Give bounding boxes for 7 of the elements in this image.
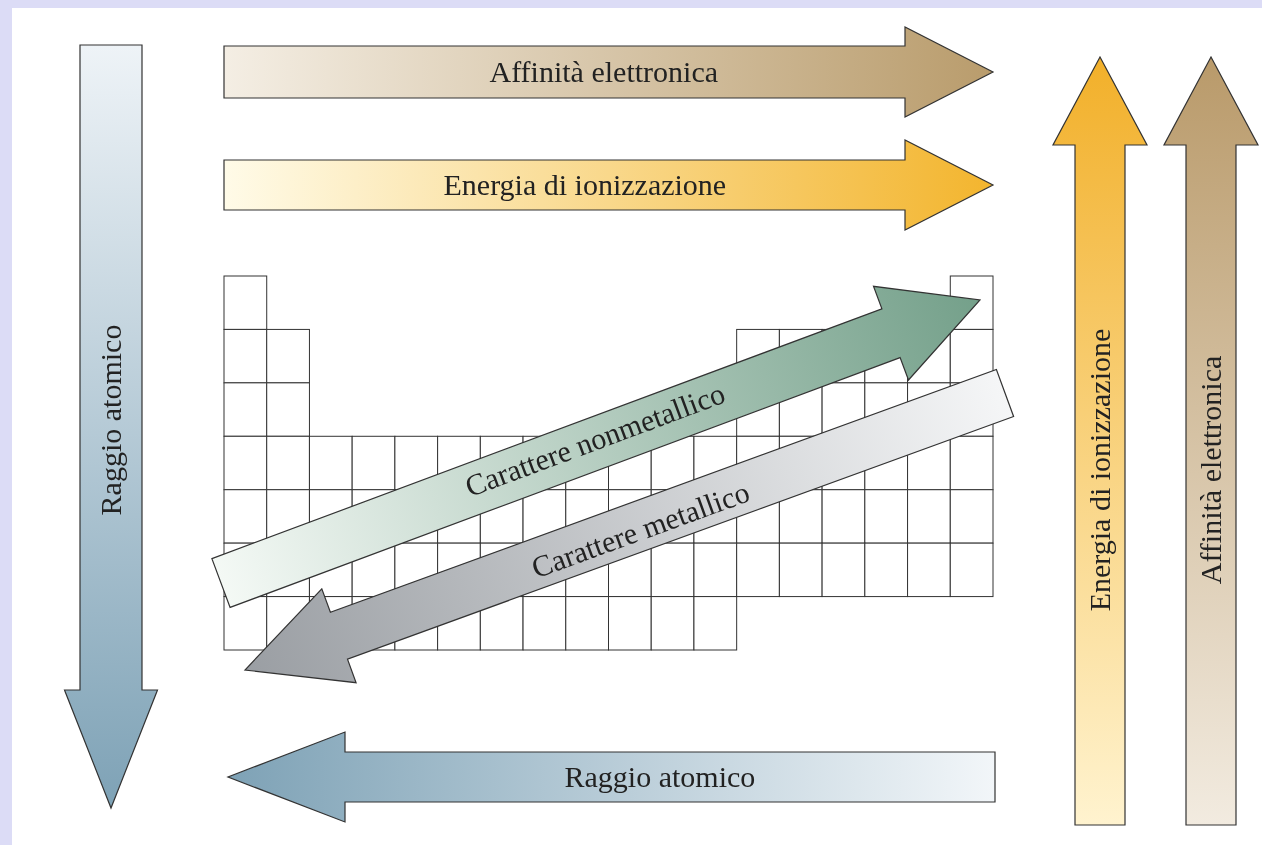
arrow-label: Energia di ionizzazione [1084, 328, 1115, 612]
arrow-label: Energia di ionizzazione [443, 170, 727, 200]
arrow-label: Carattere metallico [527, 476, 753, 584]
arrow-label: Raggio atomico [95, 324, 126, 516]
arrow-label: Affinità elettronica [489, 57, 718, 87]
arrow-label: Raggio atomico [564, 762, 756, 792]
arrow-label: Affinità elettronica [1195, 355, 1226, 585]
